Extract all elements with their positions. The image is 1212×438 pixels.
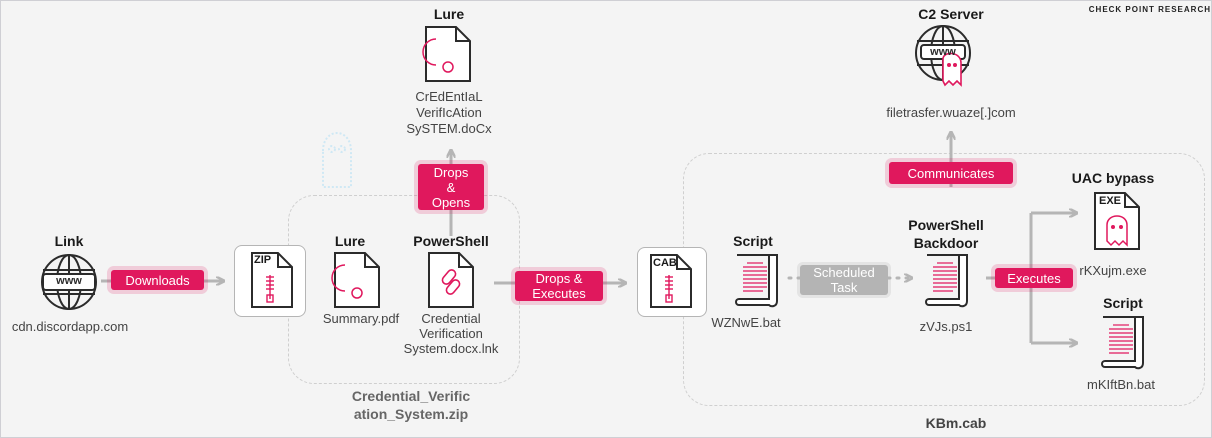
www-label: www — [56, 275, 82, 287]
edge-label-drops-opens: Drops & Opens — [418, 164, 484, 210]
scheduled-task-line-1: Scheduled — [813, 265, 875, 280]
edge-label-executes: Executes — [995, 268, 1073, 288]
powershell-lnk-file-3: System.docx.lnk — [403, 341, 499, 356]
globe-www-icon — [41, 254, 97, 310]
brand-label: CHECK POINT RESEARCH — [1088, 5, 1211, 14]
drops-executes-line-1: Drops & — [535, 271, 583, 286]
drops-opens-line-2: & — [446, 179, 456, 195]
scheduled-task-line-2: Task — [830, 280, 858, 295]
link-file-icon — [428, 252, 474, 308]
zip-name-2: ation_System.zip — [353, 406, 469, 422]
script-bat-file: WZNwE.bat — [711, 315, 781, 330]
uac-title: UAC bypass — [1071, 170, 1155, 186]
lure-docx-file-1: CrEdEntIaL — [415, 89, 483, 104]
link-title: Link — [54, 233, 84, 249]
globe-ghost-icon — [915, 25, 971, 87]
document-icon — [331, 252, 380, 308]
cab-badge: CAB — [653, 257, 677, 269]
exe-badge: EXE — [1099, 195, 1122, 207]
edge-label-scheduled-task: Scheduled Task — [800, 265, 888, 295]
drops-executes-line-2: Executes — [532, 286, 586, 301]
powershell-lnk-file-1: Credential — [421, 311, 481, 326]
lure-docx-file-2: VerifIcAtion — [416, 105, 482, 120]
script2-file: mKIftBn.bat — [1087, 377, 1155, 392]
c2-title: C2 Server — [918, 6, 984, 22]
cab-name: KBm.cab — [925, 415, 987, 431]
lure-docx-file-3: SySTEM.doCx — [406, 121, 492, 136]
script-scroll-icon — [735, 254, 778, 308]
c2-www-label: www — [930, 46, 956, 58]
ps-backdoor-file: zVJs.ps1 — [919, 319, 973, 334]
edge-label-communicates: Communicates — [889, 162, 1013, 184]
drops-opens-line-1: Drops — [433, 164, 469, 180]
uac-file: rKXujm.exe — [1079, 263, 1147, 278]
lure-pdf-file: Summary.pdf — [322, 311, 400, 326]
zip-name-1: Credential_Verific — [351, 388, 471, 404]
lure-docx-title: Lure — [433, 6, 465, 22]
lure-pdf-title: Lure — [334, 233, 366, 249]
zip-file-icon — [251, 252, 293, 308]
exe-ghost-icon — [1094, 192, 1140, 250]
ps-backdoor-title-1: PowerShell — [908, 217, 984, 233]
script-scroll-icon-2 — [925, 254, 968, 308]
link-domain: cdn.discordapp.com — [11, 319, 129, 334]
cab-file-icon — [650, 254, 692, 308]
edge-label-drops-executes: Drops & Executes — [515, 271, 603, 301]
document-icon-2 — [422, 26, 471, 82]
ps-backdoor-title-2: Backdoor — [913, 235, 979, 251]
powershell-lnk-title: PowerShell — [413, 233, 489, 249]
script-bat-title: Script — [733, 233, 773, 249]
powershell-lnk-file-2: Verification — [419, 326, 483, 341]
drops-opens-line-3: Opens — [431, 194, 471, 210]
script2-title: Script — [1103, 295, 1143, 311]
script-scroll-icon-3 — [1101, 316, 1144, 370]
c2-domain: filetrasfer.wuaze[.]com — [886, 105, 1016, 120]
edge-label-downloads: Downloads — [111, 270, 204, 290]
zip-badge: ZIP — [254, 254, 272, 266]
ghost-watermark-icon — [322, 132, 352, 188]
